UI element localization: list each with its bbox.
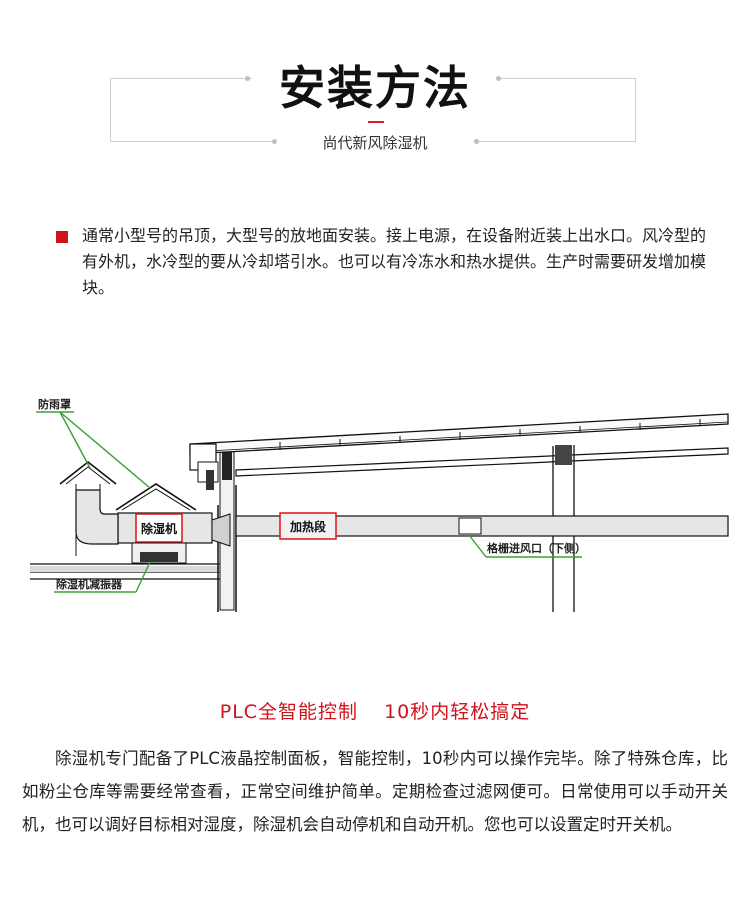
frame-right-side: [635, 78, 636, 142]
intro-text: 通常小型号的吊顶，大型号的放地面安装。接上电源，在设备附近装上出水口。风冷型的有…: [82, 226, 707, 297]
roof: [189, 413, 729, 490]
frame-dot-bottom-left: [272, 139, 277, 144]
unit-roof: [115, 483, 197, 511]
feature-headline: PLC全智能控制 10秒内轻松搞定: [0, 697, 750, 724]
intake-duct: [59, 460, 119, 556]
frame-dot-bottom-right: [474, 139, 479, 144]
leader-lines: [36, 411, 582, 593]
page-title: 安装方法: [279, 61, 471, 115]
frame-top-left: [110, 78, 252, 79]
dehumidifier-unit: 除湿机: [117, 512, 231, 564]
frame-top-right: [498, 78, 636, 79]
damper-label: 除湿机减振器: [56, 577, 123, 591]
frame-dot-top-left: [245, 76, 250, 81]
page-subtitle: 尚代新风除湿机: [322, 134, 428, 152]
feature-paragraph: 除湿机专门配备了PLC液晶控制面板，智能控制，10秒内可以操作完毕。除了特殊仓库…: [22, 749, 728, 834]
frame-bottom-right: [478, 141, 636, 142]
heating-section: 加热段: [279, 512, 337, 540]
title-underline: [368, 121, 384, 123]
dehumidifier-label: 除湿机: [141, 521, 177, 536]
installation-diagram: 加热段 除湿机 防雨罩 格栅进风口（下侧） 除湿机减振器: [30, 397, 729, 612]
frame-left-side: [110, 78, 111, 142]
grille-inlet-label: 格栅进风口（下侧）: [487, 541, 586, 555]
frame-bottom-left: [110, 141, 272, 142]
heating-section-label: 加热段: [289, 519, 327, 534]
headline-plc: PLC全智能控制: [219, 701, 359, 723]
ground-slab: [30, 563, 228, 580]
headline-10s: 10秒内轻松搞定: [384, 701, 531, 723]
air-duct: [235, 515, 729, 537]
bullet-square: [56, 231, 68, 243]
rain-cover-label: 防雨罩: [38, 397, 71, 411]
frame-dot-top-right: [496, 76, 501, 81]
